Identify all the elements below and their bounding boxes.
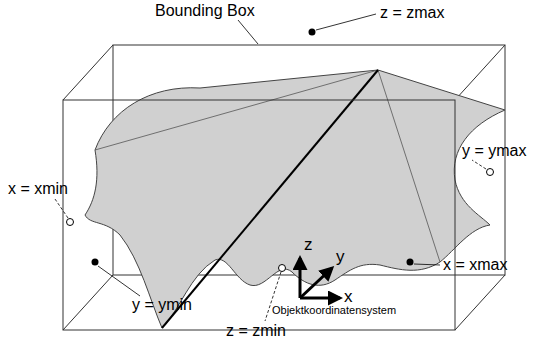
- plane-label: z = zmin: [226, 322, 286, 340]
- caption-text: Objektkoordinatensystem: [272, 304, 396, 317]
- box-label: Bounding Box: [155, 2, 255, 20]
- plane-label: y = ymax: [462, 142, 526, 160]
- plane-label: y = ymin: [132, 296, 192, 314]
- plane-label: x = xmax: [443, 256, 507, 274]
- plane-label: z = zmax: [380, 4, 444, 22]
- axis-label: y: [336, 248, 345, 266]
- axis-label: x: [344, 288, 353, 306]
- plane-label: x = xmin: [8, 180, 68, 198]
- axis-label: z: [304, 236, 313, 254]
